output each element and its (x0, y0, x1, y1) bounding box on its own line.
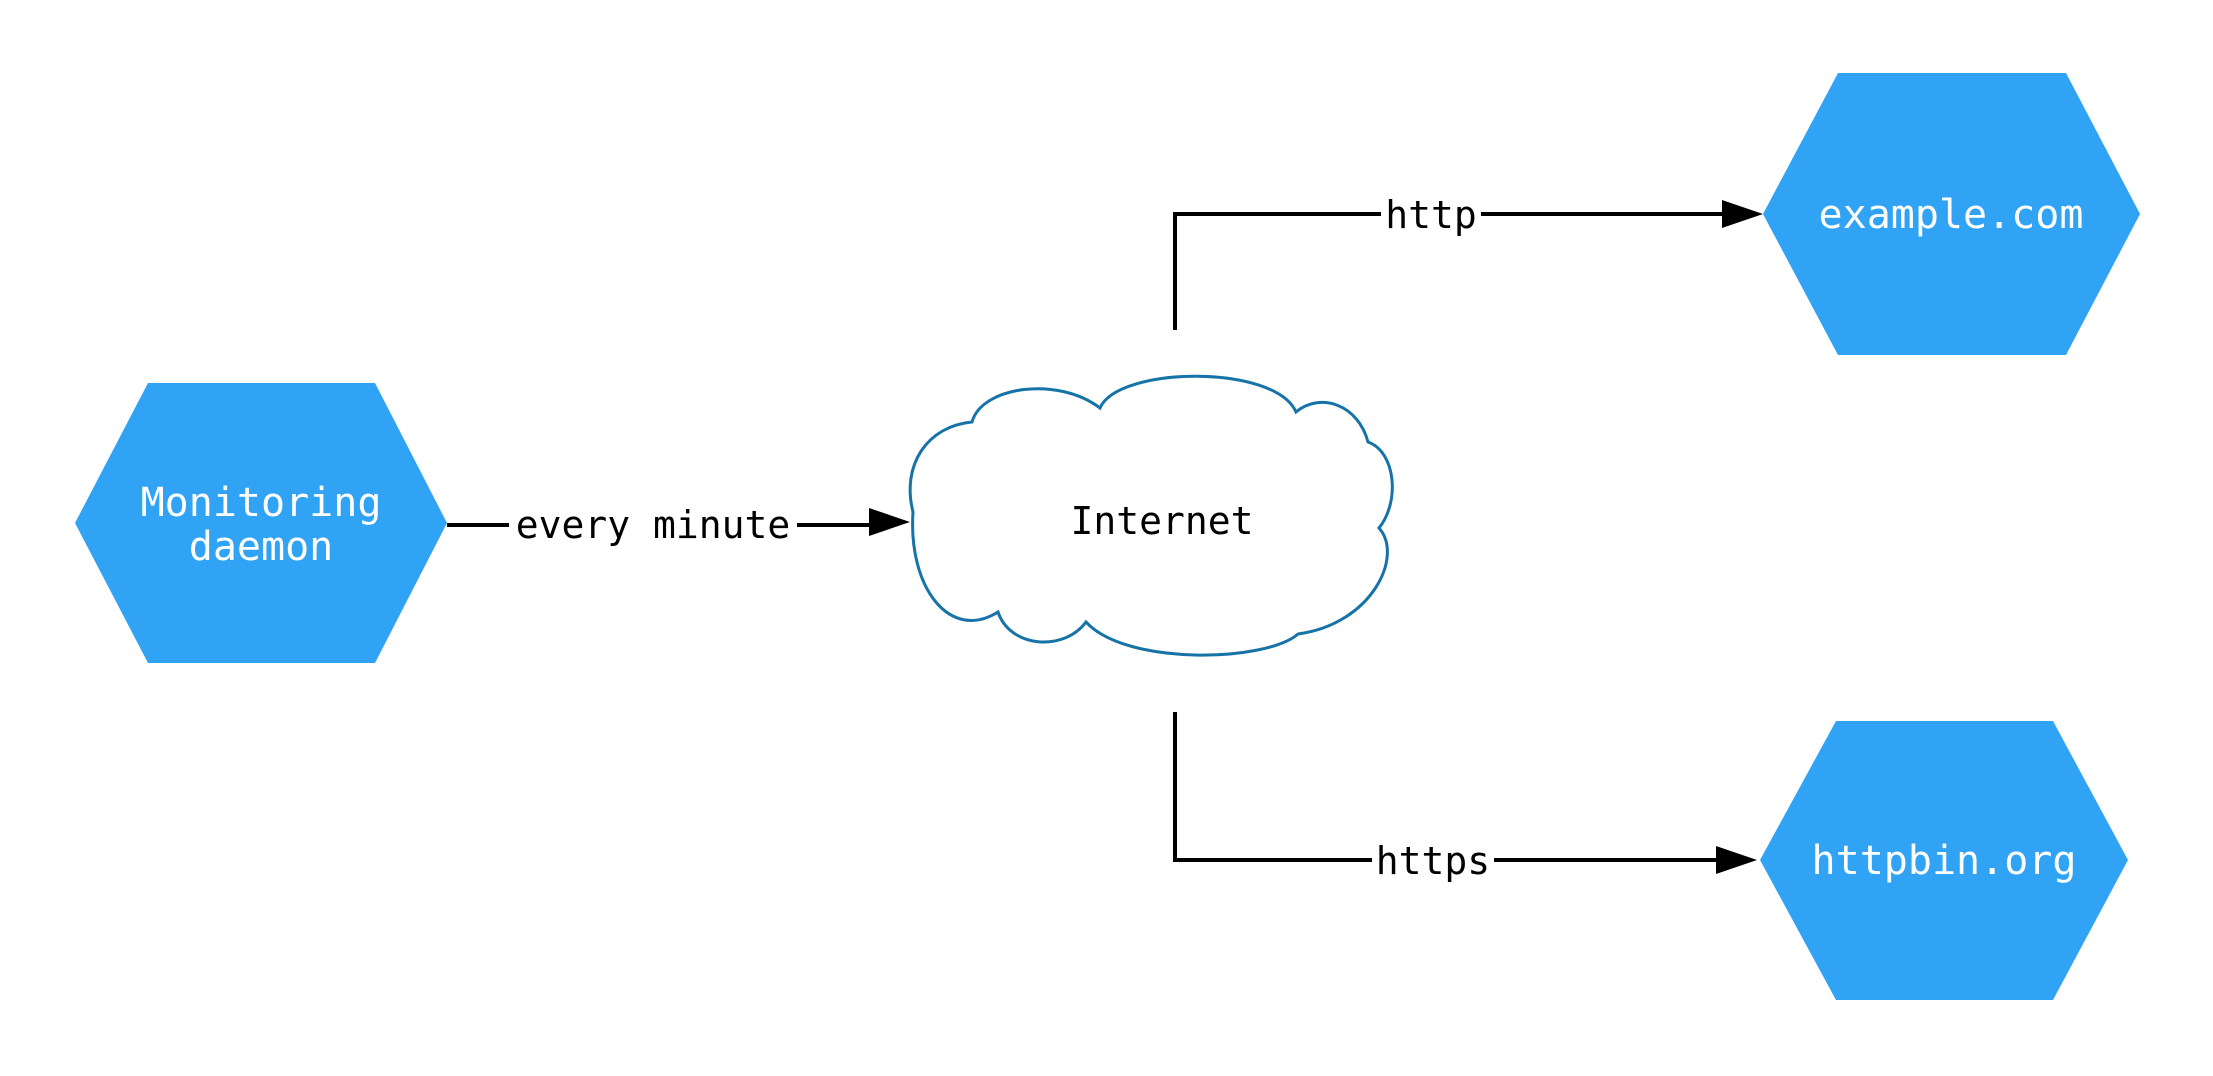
node-label-internet: Internet (1070, 499, 1253, 543)
node-label-monitoring-line1: Monitoring (141, 480, 382, 526)
arrowhead-icon (1716, 846, 1757, 874)
arrowhead-icon (1722, 200, 1763, 228)
edge-internet-to-example: http (1173, 193, 1763, 330)
edge-label-every-minute: every minute (516, 503, 791, 547)
node-example-com: example.com (1763, 73, 2140, 355)
edge-label-http: http (1385, 193, 1477, 237)
edge-line-segment (1173, 212, 1381, 330)
node-label-example-com: example.com (1819, 192, 2084, 238)
hexagon-shape (75, 383, 447, 663)
arrowhead-icon (869, 508, 910, 536)
node-httpbin-org: httpbin.org (1760, 721, 2128, 1000)
edge-line-segment (1173, 712, 1372, 862)
node-label-httpbin-org: httpbin.org (1812, 838, 2077, 884)
hexagon-shape (1763, 73, 2140, 355)
internet-cloud-shape (908, 374, 1394, 657)
edge-label-https: https (1376, 839, 1490, 883)
node-internet: Internet (908, 374, 1394, 657)
hexagon-shape (1760, 721, 2128, 1000)
edge-internet-to-httpbin: https (1173, 712, 1757, 883)
node-monitoring-daemon: Monitoring daemon (75, 383, 447, 663)
node-label-monitoring-line2: daemon (189, 524, 334, 570)
edge-monitoring-to-internet: every minute (447, 503, 910, 547)
